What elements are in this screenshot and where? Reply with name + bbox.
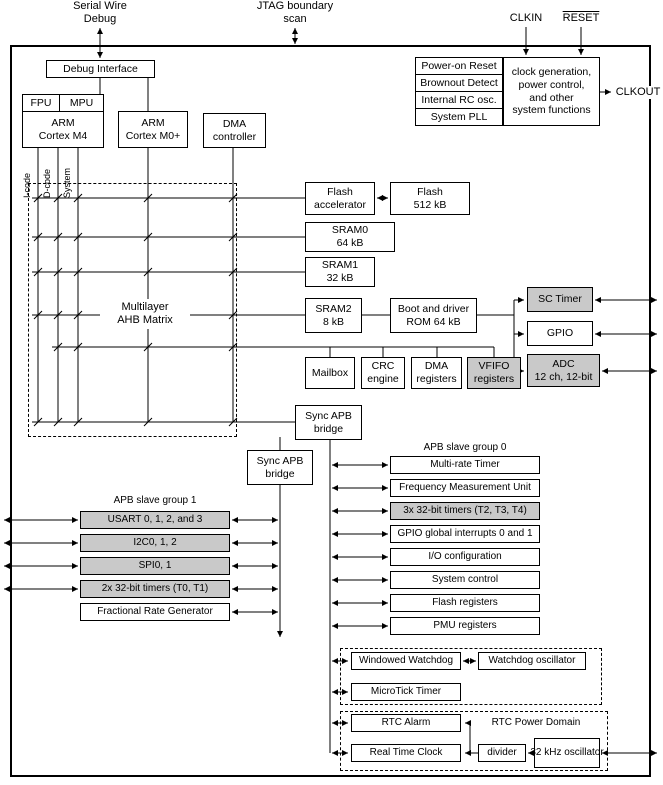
apb0-io-configuration: I/O configuration — [390, 548, 540, 566]
rtc-power-domain-region — [340, 711, 608, 771]
ahb-matrix-region — [28, 183, 237, 437]
watchdog-oscillator-box: Watchdog oscillator — [478, 652, 586, 670]
apb0-32bit-timers-t2-t4: 3x 32-bit timers (T2, T3, T4) — [390, 502, 540, 520]
gpio-box: GPIO — [527, 321, 593, 346]
internal-rc-osc-box: Internal RC osc. — [415, 91, 503, 109]
sync-apb-bridge0-box: Sync APB bridge — [295, 405, 362, 440]
sram0-box: SRAM0 64 kB — [305, 222, 395, 252]
jtag-label: JTAG boundary scan — [256, 0, 334, 25]
flash-accelerator-box: Flash accelerator — [305, 182, 375, 215]
power-on-reset-box: Power-on Reset — [415, 57, 503, 75]
chip-boundary — [10, 45, 651, 777]
boot-rom-box: Boot and driver ROM 64 kB — [390, 298, 477, 333]
adc-box: ADC 12 ch, 12-bit — [527, 354, 600, 387]
watchdog-region — [340, 648, 602, 705]
apb0-frequency-measurement-unit: Frequency Measurement Unit — [390, 479, 540, 497]
rtc-alarm-box: RTC Alarm — [351, 714, 461, 732]
fpu-box: FPU — [22, 94, 60, 112]
apb0-pmu-registers: PMU registers — [390, 617, 540, 635]
osc-32khz-box: 32 kHz oscillator — [530, 738, 604, 768]
debug-interface-box: Debug Interface — [46, 60, 155, 78]
mpu-box: MPU — [59, 94, 104, 112]
clkout-label: CLKOUT — [613, 86, 663, 99]
apb0-gpio-global-interrupts: GPIO global interrupts 0 and 1 — [390, 525, 540, 543]
sram1-box: SRAM1 32 kB — [305, 257, 375, 287]
ahb-matrix-label: Multilayer AHB Matrix — [100, 299, 190, 329]
apb0-system-control: System control — [390, 571, 540, 589]
apb0-multi-rate-timer: Multi-rate Timer — [390, 456, 540, 474]
apb-group1-label: APB slave group 1 — [113, 494, 197, 506]
clock-generation-box: clock generation, power control, and oth… — [503, 57, 600, 126]
apb-group0-label: APB slave group 0 — [423, 441, 507, 453]
dma-controller-box: DMA controller — [203, 113, 266, 148]
apb0-flash-registers: Flash registers — [390, 594, 540, 612]
rtc-power-domain-label: RTC Power Domain — [491, 717, 581, 728]
sram2-box: SRAM2 8 kB — [305, 298, 362, 333]
apb1-spi: SPI0, 1 — [80, 557, 230, 575]
microtick-timer-box: MicroTick Timer — [351, 683, 461, 701]
reset-label: RESET — [562, 11, 600, 24]
serial-wire-debug-label: Serial Wire Debug — [73, 0, 127, 25]
mailbox-box: Mailbox — [305, 357, 355, 389]
vfifo-registers-box: VFIFO registers — [467, 357, 521, 389]
apb1-i2c: I2C0, 1, 2 — [80, 534, 230, 552]
apb1-fractional-rate-generator: Fractional Rate Generator — [80, 603, 230, 621]
arm-cortex-m4-box: ARM Cortex M4 — [22, 111, 104, 148]
crc-engine-box: CRC engine — [361, 357, 405, 389]
apb1-usart: USART 0, 1, 2, and 3 — [80, 511, 230, 529]
brownout-detect-box: Brownout Detect — [415, 74, 503, 92]
sync-apb-bridge1-box: Sync APB bridge — [247, 450, 313, 485]
divider-box: divider — [478, 744, 526, 762]
windowed-watchdog-box: Windowed Watchdog — [351, 652, 461, 670]
dma-registers-box: DMA registers — [411, 357, 462, 389]
real-time-clock-box: Real Time Clock — [351, 744, 461, 762]
apb1-32bit-timers-t0-t1: 2x 32-bit timers (T0, T1) — [80, 580, 230, 598]
flash-box: Flash 512 kB — [390, 182, 470, 215]
system-pll-box: System PLL — [415, 108, 503, 126]
arm-cortex-m0-box: ARM Cortex M0+ — [118, 111, 188, 148]
clkin-label: CLKIN — [509, 11, 543, 24]
sc-timer-box: SC Timer — [527, 287, 593, 312]
